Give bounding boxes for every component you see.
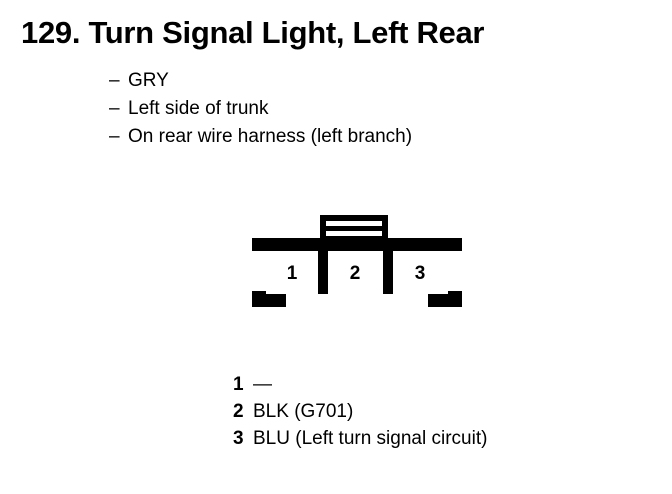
legend-pin-number: 2 bbox=[233, 401, 244, 422]
cavity-number-3: 3 bbox=[415, 263, 426, 284]
locking-tab-icon bbox=[320, 215, 388, 242]
legend-pin-number: 3 bbox=[233, 428, 244, 449]
legend-row: 2 BLK (G701) bbox=[233, 398, 487, 425]
page-title: 129. Turn Signal Light, Left Rear bbox=[21, 15, 485, 50]
list-item: –On rear wire harness (left branch) bbox=[109, 123, 412, 151]
list-item: –GRY bbox=[109, 67, 412, 95]
list-item-label: Left side of trunk bbox=[128, 98, 269, 119]
description-list: –GRY –Left side of trunk –On rear wire h… bbox=[109, 67, 412, 151]
cavity-3 bbox=[393, 251, 448, 294]
legend-pin-value: — bbox=[253, 374, 272, 395]
list-item-label: GRY bbox=[128, 70, 169, 91]
connector-svg: 1 2 3 bbox=[252, 215, 462, 307]
connector-body bbox=[252, 238, 462, 307]
connector-diagram: 1 2 3 bbox=[250, 213, 464, 309]
legend-pin-value: BLK (G701) bbox=[253, 401, 354, 422]
dash-bullet: – bbox=[109, 98, 120, 119]
legend-pin-number: 1 bbox=[233, 374, 244, 395]
list-item: –Left side of trunk bbox=[109, 95, 412, 123]
legend-row: 1— bbox=[233, 371, 487, 398]
cavity-1 bbox=[266, 251, 318, 294]
dash-bullet: – bbox=[109, 70, 120, 91]
list-item-label: On rear wire harness (left branch) bbox=[128, 126, 413, 147]
legend-pin-value: BLU (Left turn signal circuit) bbox=[253, 428, 488, 449]
dash-bullet: – bbox=[109, 126, 120, 147]
legend-row: 3 BLU (Left turn signal circuit) bbox=[233, 425, 487, 452]
cavity-2 bbox=[328, 251, 383, 294]
cavity-number-2: 2 bbox=[350, 263, 361, 284]
cavity-number-1: 1 bbox=[287, 263, 298, 284]
